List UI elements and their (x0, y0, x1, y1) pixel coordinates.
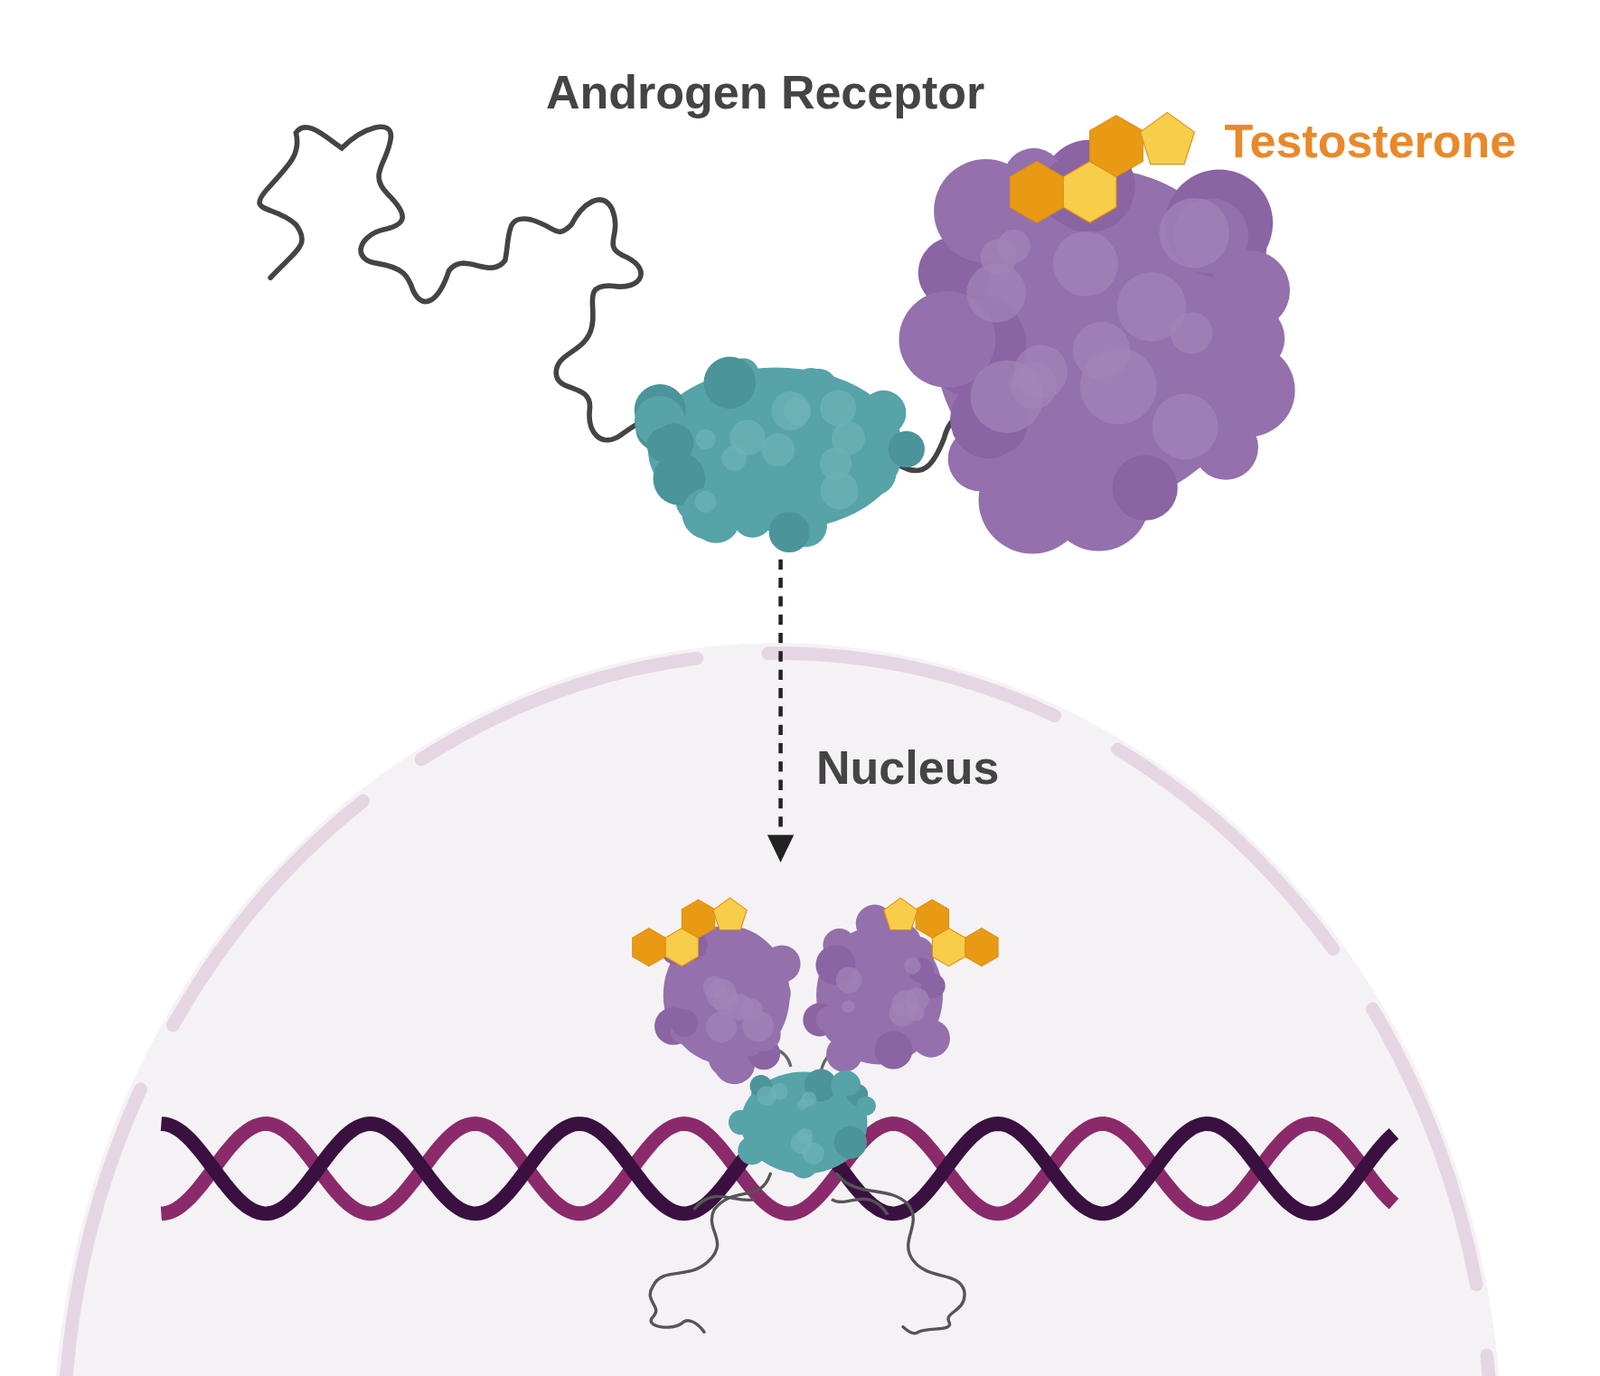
domain-lobe (762, 944, 800, 982)
domain-texture (1158, 197, 1229, 268)
domain-texture (970, 359, 1045, 433)
domain-texture (729, 419, 766, 456)
steroid-ring (1090, 115, 1144, 178)
domain-texture (836, 967, 863, 994)
domain-lobe (737, 1136, 766, 1165)
domain-texture (695, 429, 716, 450)
domain-texture (889, 999, 916, 1026)
steroid-ring (1139, 112, 1195, 164)
domain-texture (903, 957, 922, 975)
domain-lobe (874, 1031, 913, 1070)
domain-texture (1117, 272, 1187, 342)
domain-texture (761, 432, 795, 467)
domain-lobe (1112, 455, 1178, 521)
steroid-ring (713, 897, 747, 930)
domain-lobe (912, 1019, 951, 1058)
domain-lobe (837, 1072, 861, 1096)
domain-texture (742, 1010, 774, 1043)
protein-domains (634, 140, 1296, 1179)
domain-lobe (834, 1125, 867, 1158)
domain-lobe (853, 451, 897, 496)
domain-texture (705, 978, 737, 1009)
translocation-arrow (778, 559, 783, 836)
compartment-label: Nucleus (816, 740, 999, 795)
domain-texture (802, 1142, 825, 1165)
arrowhead (767, 835, 794, 863)
domain-lobe (769, 511, 810, 553)
domain-texture (797, 1099, 809, 1111)
domain-lobe (703, 356, 756, 409)
domain-lobe (654, 423, 695, 463)
steroid-ring (681, 899, 715, 938)
diagram-title: Androgen Receptor (545, 65, 985, 120)
domain-texture (756, 1085, 777, 1106)
nucleus-ground (53, 642, 1503, 1376)
n-terminal-domain (259, 126, 653, 440)
domain-texture (997, 229, 1031, 264)
domain-lobe (888, 431, 925, 468)
steroid-ring (915, 899, 949, 938)
domain-texture (771, 391, 810, 431)
dimer-tails-inner (694, 1195, 888, 1215)
domain-lobe (978, 445, 1087, 554)
domain-lobe (670, 1009, 698, 1037)
domain-texture (819, 389, 857, 426)
domain-texture (695, 490, 717, 513)
steroid-ring (965, 928, 998, 967)
domain-texture (1080, 348, 1158, 425)
domain-texture (819, 471, 858, 510)
dimer-tails (649, 1173, 965, 1334)
domain-lobe (856, 1096, 876, 1116)
domain-texture (797, 1128, 814, 1145)
steroid-ring (1010, 161, 1064, 224)
domain-texture (1152, 393, 1219, 460)
ligand-label: Testosterone (1224, 113, 1517, 169)
domain-texture (1053, 231, 1119, 297)
testosterone-molecules (632, 112, 1196, 966)
domain-texture (831, 421, 866, 455)
steroid-ring (632, 928, 666, 967)
domain-lobe (823, 1008, 860, 1045)
steroid-ring (884, 897, 918, 930)
domain-lobe (728, 1110, 754, 1136)
domain-texture (841, 999, 855, 1013)
nuclear-membrane (63, 653, 1492, 1376)
domain-lobe (760, 978, 791, 1009)
